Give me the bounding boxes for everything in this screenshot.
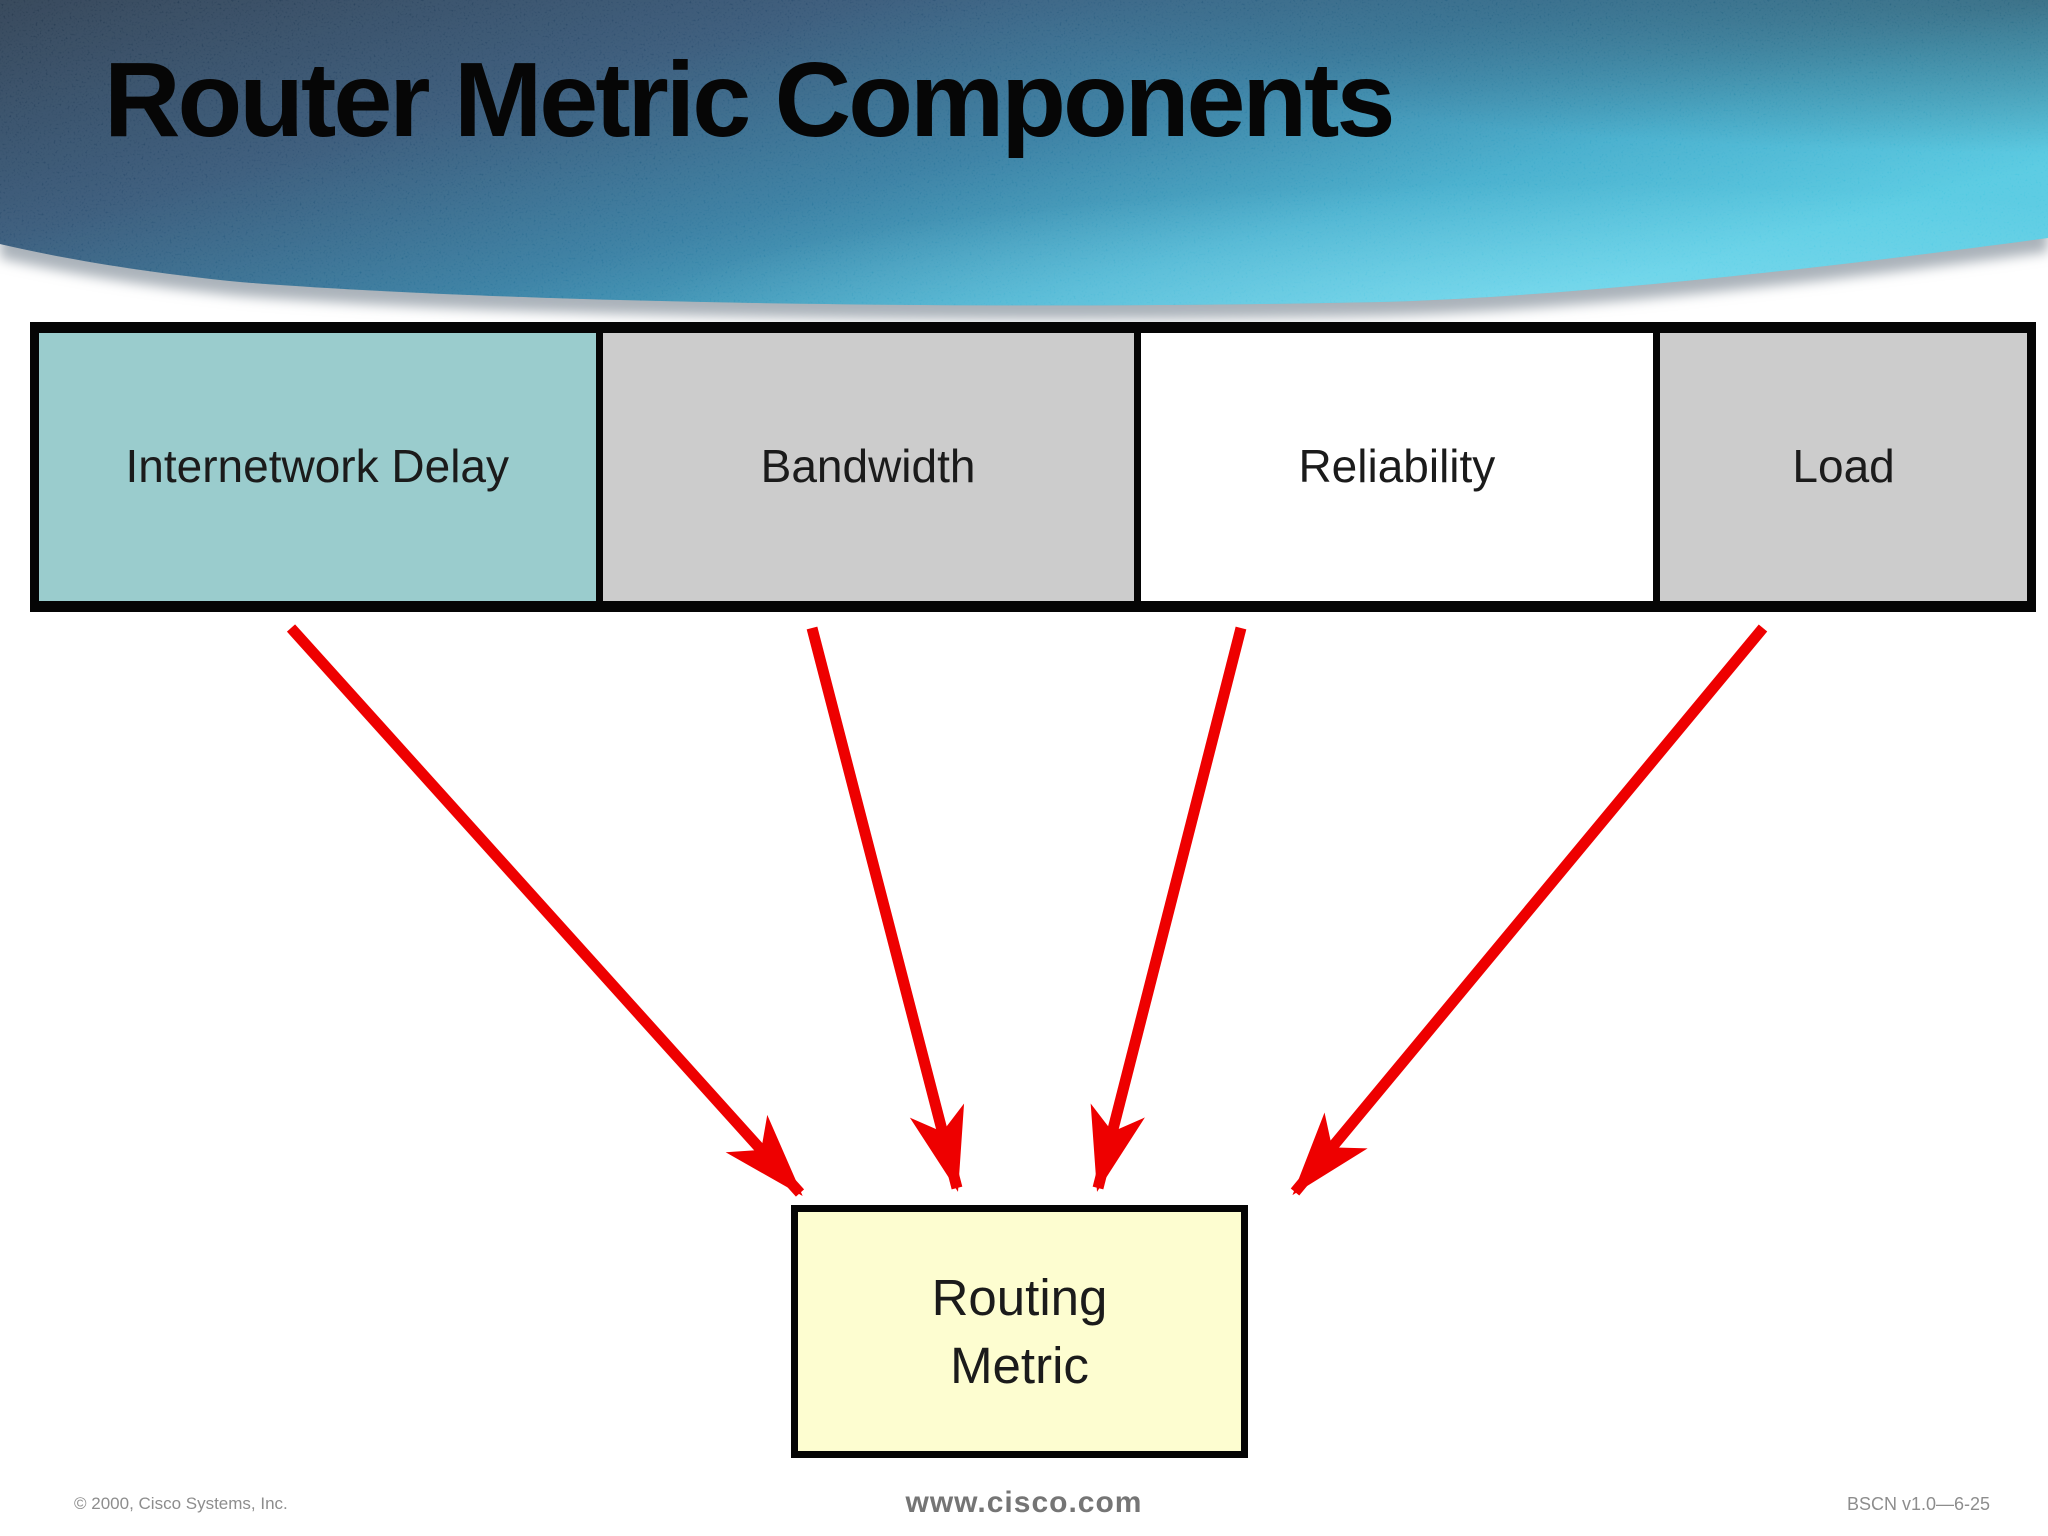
box-internetwork-delay: Internetwork Delay xyxy=(39,333,596,601)
box-bandwidth: Bandwidth xyxy=(595,333,1134,601)
arrow-bandwidth xyxy=(806,626,965,1192)
arrow-load xyxy=(1290,624,1768,1196)
header-banner xyxy=(0,0,2048,320)
box-reliability: Reliability xyxy=(1133,333,1654,601)
box-routing-metric: Routing Metric xyxy=(791,1205,1248,1458)
header-swoosh xyxy=(0,0,2048,306)
arrow-internetwork-delay xyxy=(286,624,805,1197)
box-load-label: Load xyxy=(1792,440,1895,493)
arrow-reliability xyxy=(1090,626,1247,1192)
routing-metric-line2: Metric xyxy=(950,1336,1089,1394)
box-load: Load xyxy=(1653,333,2028,601)
metric-components-row: Internetwork Delay Bandwidth Reliability… xyxy=(30,322,2036,612)
slide-title: Router Metric Components xyxy=(104,41,1395,159)
routing-metric-line1: Routing xyxy=(931,1269,1108,1327)
box-internetwork-delay-label: Internetwork Delay xyxy=(125,440,510,493)
footer-website: www.cisco.com xyxy=(905,1486,1143,1519)
box-bandwidth-label: Bandwidth xyxy=(760,440,976,493)
footer-copyright: © 2000, Cisco Systems, Inc. xyxy=(74,1494,288,1513)
box-reliability-label: Reliability xyxy=(1298,440,1496,493)
footer-slide-number: BSCN v1.0—6-25 xyxy=(1846,1494,1990,1514)
